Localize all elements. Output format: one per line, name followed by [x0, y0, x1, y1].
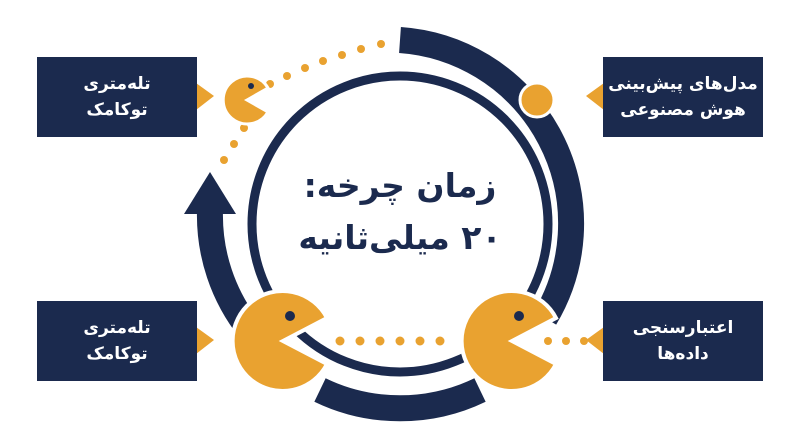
cycle-time-title: زمان چرخه: — [303, 166, 497, 205]
cycle-ring-right — [399, 27, 585, 325]
label-bottom-left-line2: توکامک — [86, 344, 148, 364]
cycle-time-text: زمان چرخه: ۲۰ میلی‌ثانیه — [265, 160, 535, 264]
label-bottom-left-line1: تله‌متری — [83, 318, 151, 338]
pointer-top-right — [586, 83, 604, 110]
pacman-icon-right — [459, 289, 559, 393]
pointer-bottom-right — [586, 327, 604, 354]
label-bottom-right-line2: داده‌ها — [657, 344, 709, 364]
label-top-left: تله‌متری توکامک — [37, 57, 197, 137]
label-top-right-line1: مدل‌های پیش‌بینی — [608, 74, 758, 94]
label-top-left-line1: تله‌متری — [83, 74, 151, 94]
pointer-top-left — [196, 83, 214, 110]
dotted-path-bottom — [335, 336, 588, 346]
dotted-path-top — [220, 40, 385, 164]
cycle-time-value: ۲۰ میلی‌ثانیه — [298, 218, 502, 257]
label-top-right-line2: هوش مصنوعی — [620, 100, 746, 120]
label-top-right: مدل‌های پیش‌بینی هوش مصنوعی — [603, 57, 763, 137]
pacman-icon-small — [221, 74, 271, 126]
label-bottom-right: اعتبارسنجی داده‌ها — [603, 301, 763, 381]
label-top-left-line2: توکامک — [86, 100, 148, 120]
pacman-icon-left — [230, 289, 330, 393]
label-bottom-left: تله‌متری توکامک — [37, 301, 197, 381]
pointer-bottom-left — [196, 327, 214, 354]
cycle-ring-bottom — [314, 378, 486, 422]
up-arrow-icon — [184, 172, 236, 214]
label-bottom-right-line1: اعتبارسنجی — [632, 318, 734, 338]
orange-dot-icon — [518, 81, 556, 119]
inner-ring — [247, 71, 553, 377]
